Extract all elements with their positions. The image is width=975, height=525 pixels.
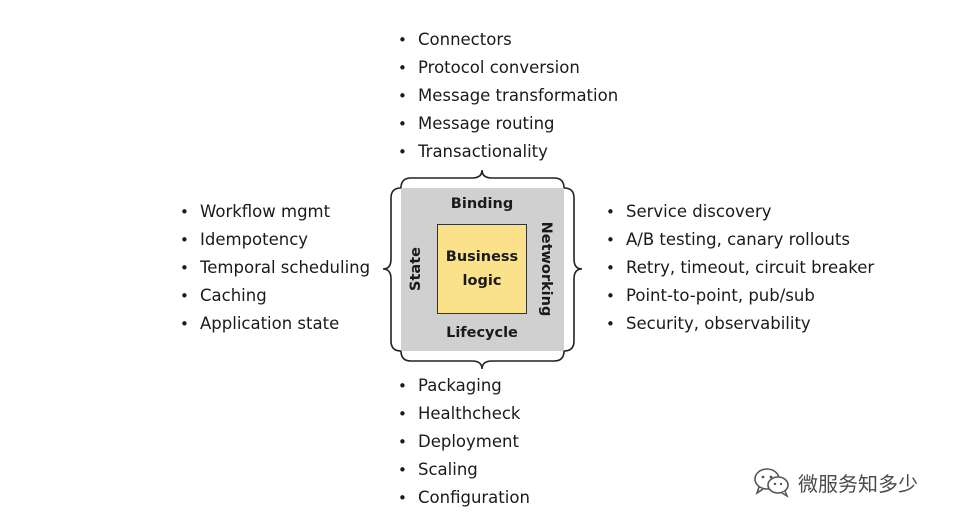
list-item: Transactionality [396,138,618,166]
list-item: Workflow mgmt [178,198,370,226]
list-item: Message routing [396,110,618,138]
list-item: Point-to-point, pub/sub [604,282,874,310]
list-item: Idempotency [178,226,370,254]
left-brace [382,187,402,352]
state-label: State [408,247,424,291]
networking-feature-list: Service discovery A/B testing, canary ro… [604,198,874,338]
list-item: Temporal scheduling [178,254,370,282]
state-feature-list: Workflow mgmt Idempotency Temporal sched… [178,198,370,338]
list-item: Packaging [396,372,530,400]
list-item: Healthcheck [396,400,530,428]
watermark: 微服务知多少 [752,466,918,498]
list-item: Application state [178,310,370,338]
list-item: Caching [178,282,370,310]
right-brace [563,187,583,352]
list-item: Connectors [396,26,618,54]
list-item: Retry, timeout, circuit breaker [604,254,874,282]
lifecycle-label: Lifecycle [446,325,518,341]
list-item: Deployment [396,428,530,456]
binding-feature-list: Connectors Protocol conversion Message t… [396,26,618,166]
watermark-text: 微服务知多少 [798,471,918,496]
binding-label: Binding [450,196,514,212]
business-logic-box: Business logic [437,224,527,314]
list-item: Protocol conversion [396,54,618,82]
list-item: Scaling [396,456,530,484]
bottom-brace [400,350,565,370]
wechat-icon [754,468,789,498]
list-item: Service discovery [604,198,874,226]
list-item: Configuration [396,484,530,512]
list-item: Security, observability [604,310,874,338]
list-item: Message transformation [396,82,618,110]
networking-label: Networking [538,221,554,317]
business-logic-label: Business logic [445,249,519,289]
top-brace [400,169,565,189]
lifecycle-feature-list: Packaging Healthcheck Deployment Scaling… [396,372,530,512]
list-item: A/B testing, canary rollouts [604,226,874,254]
